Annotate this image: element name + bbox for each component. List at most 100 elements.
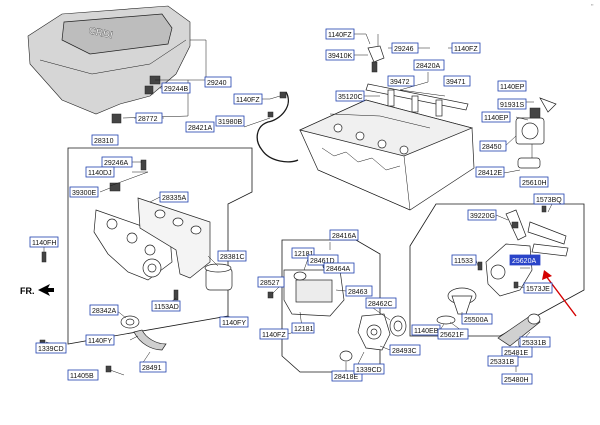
part-label-28772[interactable]: 28772: [135, 112, 163, 124]
part-label-11405b[interactable]: 11405B: [67, 369, 99, 381]
svg-text:1140FZ: 1140FZ: [328, 32, 352, 39]
part-label-29246a[interactable]: 29246A: [101, 156, 133, 168]
part-label-1140fh[interactable]: 1140FH: [29, 236, 59, 248]
part-label-25481e[interactable]: 25481E: [501, 346, 533, 358]
part-label-1153ad[interactable]: 1153AD: [151, 300, 181, 312]
part-label-1140fz-4[interactable]: 1140FZ: [259, 328, 289, 340]
part-label-39220g[interactable]: 39220G: [467, 209, 497, 221]
svg-text:25621F: 25621F: [440, 332, 464, 339]
part-label-28418e[interactable]: 28418E: [331, 370, 363, 382]
svg-text:1140FY: 1140FY: [88, 338, 112, 345]
svg-text:28416A: 28416A: [332, 233, 356, 240]
part-label-25620a-highlighted[interactable]: 25620A: [509, 254, 541, 266]
part-label-39410k[interactable]: 39410K: [325, 49, 355, 61]
svg-text:1140EP: 1140EP: [500, 84, 525, 91]
svg-text:1573BQ: 1573BQ: [536, 197, 562, 204]
part-label-28342a[interactable]: 28342A: [89, 304, 119, 316]
part-label-28335a[interactable]: 28335A: [159, 191, 189, 203]
part-label-39472[interactable]: 39472: [387, 75, 415, 87]
part-label-1140eb[interactable]: 1140EB: [411, 324, 441, 336]
part-label-12181-2[interactable]: 12181: [291, 322, 315, 334]
part-label-29244b[interactable]: 29244B: [161, 82, 191, 94]
part-label-25500a[interactable]: 25500A: [461, 313, 493, 325]
part-label-1140fy-2[interactable]: 1140FY: [219, 316, 249, 328]
part-label-29246[interactable]: 29246: [391, 42, 419, 54]
svg-text:29244B: 29244B: [164, 86, 188, 93]
part-label-29240[interactable]: 29240: [204, 76, 232, 88]
cover-brand-text: CRDI: [87, 26, 113, 42]
sensor-39300e: [109, 182, 121, 192]
part-label-1140ep-2[interactable]: 1140EP: [481, 111, 511, 123]
part-label-1140fy[interactable]: 1140FY: [85, 334, 115, 346]
svg-text:39471: 39471: [446, 79, 466, 86]
cylinder-head: [298, 99, 475, 211]
bolt-11533: [477, 261, 483, 271]
part-label-39300e[interactable]: 39300E: [69, 186, 99, 198]
svg-text:1339CD: 1339CD: [356, 367, 382, 374]
svg-text:25610H: 25610H: [522, 180, 547, 187]
part-label-28493c[interactable]: 28493C: [389, 344, 421, 356]
part-label-39471[interactable]: 39471: [443, 75, 471, 87]
svg-text:28527: 28527: [260, 280, 280, 287]
part-label-12181[interactable]: 12181: [291, 247, 315, 259]
svg-text:31980B: 31980B: [218, 119, 242, 126]
part-label-11533[interactable]: 11533: [451, 254, 477, 266]
svg-text:28772: 28772: [138, 116, 158, 123]
part-label-28420a[interactable]: 28420A: [413, 59, 445, 71]
svg-text:28335A: 28335A: [162, 195, 186, 202]
flange-28342a: [120, 315, 140, 329]
svg-text:29246: 29246: [394, 46, 414, 53]
svg-text:1140FY: 1140FY: [222, 320, 246, 327]
part-label-31980b[interactable]: 31980B: [215, 115, 245, 127]
svg-text:12181: 12181: [294, 251, 314, 258]
bolt-1573je: [513, 281, 519, 289]
engine-cover: CRDI: [27, 5, 191, 124]
part-label-1140dj[interactable]: 1140DJ: [85, 166, 115, 178]
part-label-25621f[interactable]: 25621F: [437, 328, 469, 340]
part-label-25331b-2[interactable]: 25331B: [487, 355, 519, 367]
svg-text:25620A: 25620A: [512, 258, 536, 265]
corner-mark: ": [591, 4, 594, 11]
part-label-91931s[interactable]: 91931S: [497, 98, 527, 110]
svg-text:39410K: 39410K: [328, 53, 352, 60]
part-label-28461d[interactable]: 28461D: [307, 254, 339, 266]
part-label-35120c[interactable]: 35120C: [335, 90, 365, 102]
part-label-28310[interactable]: 28310: [91, 134, 119, 146]
svg-text:1140EP: 1140EP: [484, 115, 509, 122]
part-label-1140fz-2[interactable]: 1140FZ: [451, 42, 481, 54]
part-label-28416a[interactable]: 28416A: [329, 229, 359, 241]
part-labels: 29240 29244B 28772 1140FZ 39410K 29246 1…: [29, 28, 565, 385]
svg-text:28412E: 28412E: [478, 170, 502, 177]
part-label-28381c[interactable]: 28381C: [217, 250, 247, 262]
part-label-28464a[interactable]: 28464A: [323, 262, 355, 274]
part-label-1573je[interactable]: 1573JE: [523, 282, 553, 294]
part-label-25331b[interactable]: 25331B: [519, 336, 551, 348]
svg-text:28342A: 28342A: [92, 308, 116, 315]
part-label-28527[interactable]: 28527: [257, 276, 285, 288]
part-label-1140fz-3[interactable]: 1140FZ: [233, 93, 263, 105]
part-label-1573bq[interactable]: 1573BQ: [533, 193, 565, 205]
svg-text:28381C: 28381C: [220, 254, 245, 261]
part-label-1140ep[interactable]: 1140EP: [497, 80, 527, 92]
svg-text:39220G: 39220G: [470, 213, 495, 220]
svg-text:29246A: 29246A: [104, 160, 128, 167]
part-label-28462c[interactable]: 28462C: [365, 297, 397, 309]
svg-text:39300E: 39300E: [72, 190, 96, 197]
part-label-28463[interactable]: 28463: [345, 285, 373, 297]
part-label-28491[interactable]: 28491: [139, 361, 167, 373]
svg-text:28462C: 28462C: [368, 301, 393, 308]
svg-text:28450: 28450: [482, 144, 502, 151]
part-label-28450[interactable]: 28450: [479, 140, 507, 152]
part-label-1339cd[interactable]: 1339CD: [35, 342, 67, 354]
svg-text:1140FH: 1140FH: [32, 240, 56, 247]
part-label-28412e[interactable]: 28412E: [475, 166, 505, 178]
part-label-25610h[interactable]: 25610H: [519, 176, 549, 188]
part-label-28421a[interactable]: 28421A: [185, 121, 215, 133]
injector-rail: [365, 83, 469, 117]
part-label-1339cd-2[interactable]: 1339CD: [353, 363, 385, 375]
svg-text:11533: 11533: [454, 258, 473, 265]
stud-29246a: [140, 159, 147, 171]
svg-text:28420A: 28420A: [416, 63, 440, 70]
part-label-25480h[interactable]: 25480H: [501, 373, 533, 385]
part-label-1140fz[interactable]: 1140FZ: [325, 28, 355, 40]
